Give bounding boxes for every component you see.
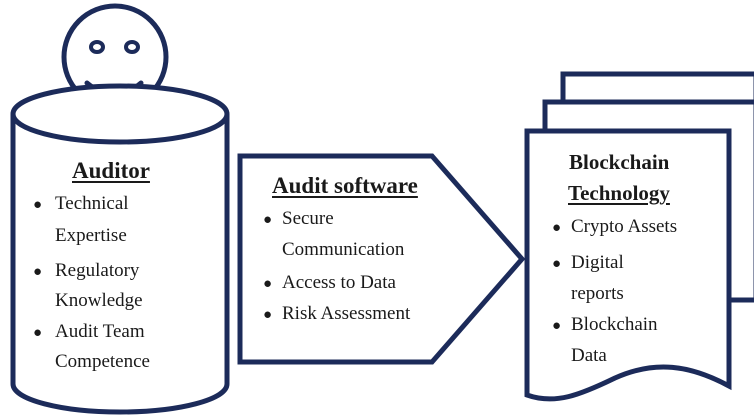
blockchain-item-2-line-1: Digital xyxy=(571,252,624,273)
bullet-icon: ● xyxy=(552,318,562,334)
bullet-icon: ● xyxy=(552,220,562,236)
blockchain-item-1-line-1: Crypto Assets xyxy=(571,216,678,237)
blockchain-item-2-line-2: reports xyxy=(571,283,624,304)
audit-software-arrow xyxy=(237,153,526,365)
bullet-icon: ● xyxy=(33,325,43,341)
auditor-cylinder xyxy=(10,83,230,415)
software-item-1-line-2: Communication xyxy=(282,239,405,260)
audit-software-title: Audit software xyxy=(272,173,418,198)
software-item-2-line-1: Access to Data xyxy=(282,272,396,293)
auditor-item-1-line-2: Expertise xyxy=(55,225,127,246)
blockchain-item-3-line-1: Blockchain xyxy=(571,314,658,335)
auditor-item-3-line-2: Competence xyxy=(55,351,150,371)
auditor-title: Auditor xyxy=(72,158,150,183)
blockchain-document-stack xyxy=(524,71,754,402)
bullet-icon: ● xyxy=(263,212,273,228)
software-item-1-line-1: Secure xyxy=(282,208,334,229)
software-item-3-line-1: Risk Assessment xyxy=(282,303,411,324)
auditor-item-2-line-1: Regulatory xyxy=(55,260,140,281)
blockchain-item-3-line-2: Data xyxy=(571,345,607,366)
blockchain-title-line-2: Technology xyxy=(568,181,670,205)
auditor-item-1-line-1: Technical xyxy=(55,193,129,214)
bullet-icon: ● xyxy=(552,256,562,272)
bullet-icon: ● xyxy=(263,307,273,323)
bullet-icon: ● xyxy=(33,264,43,280)
bullet-icon: ● xyxy=(33,197,43,213)
auditor-item-2-line-2: Knowledge xyxy=(55,290,143,311)
bullet-icon: ● xyxy=(263,276,273,292)
blockchain-title-line-1: Blockchain xyxy=(569,150,670,174)
auditor-item-3-line-1: Audit Team xyxy=(55,321,145,342)
